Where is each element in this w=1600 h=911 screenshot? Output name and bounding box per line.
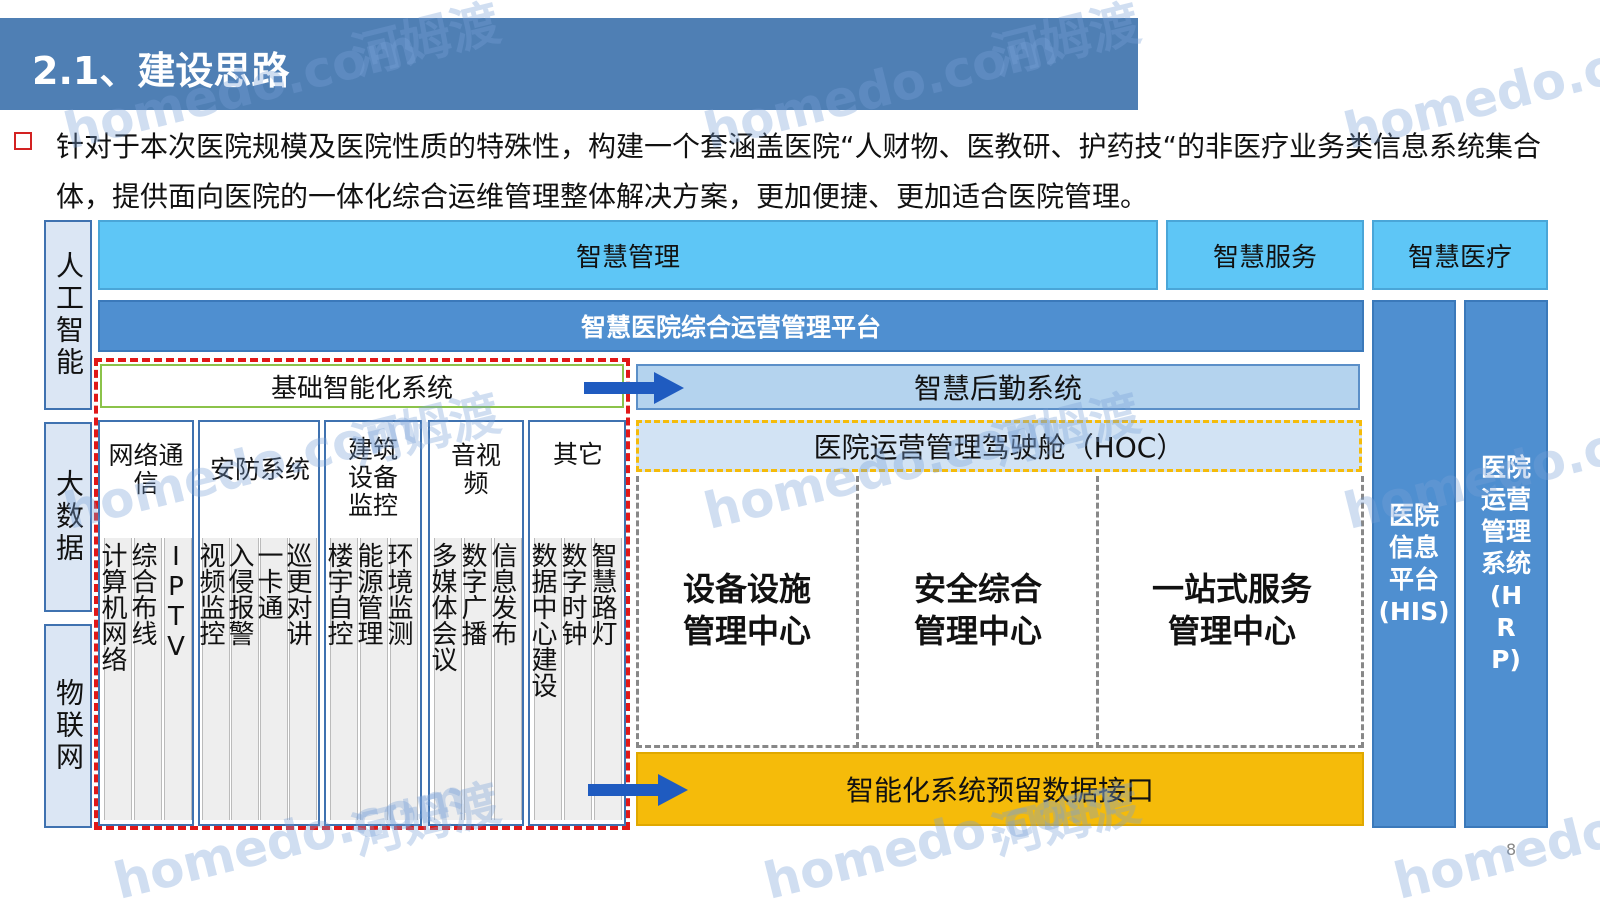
side-label-ai: 人工智能 [44,220,92,410]
platform-bar: 智慧医院综合运营管理平台 [98,300,1364,352]
column-item: 多媒体会议 [427,538,462,820]
hrp-line: P) [1491,645,1521,674]
column-item: 环境监测 [383,538,418,820]
column-item: 计算机网络 [97,538,132,820]
column-item: 智慧路灯 [587,538,622,820]
column-head: 其它 [552,440,603,469]
column-item: 综合布线 [127,538,162,820]
center-line: 管理中心 [1167,612,1296,650]
column-item: 数据中心建设 [527,538,562,820]
column-item: 数字时钟 [557,538,592,820]
center-divider [856,476,859,748]
column-head: 网络通信 [108,441,184,498]
column-item: 楼宇自控 [323,538,358,820]
column-head: 建筑设备监控 [347,435,398,520]
hrp-line: 运营 [1480,485,1531,514]
column-item: 视频监控 [195,538,230,820]
hrp-box: 医院 运营 管理 系统 (H R P) [1464,300,1548,828]
hrp-line: (H [1489,581,1523,610]
his-line: (HIS) [1378,597,1450,626]
column-head: 安防系统 [210,455,311,484]
center-line: 设备设施 [682,570,811,608]
interface-bar: 智能化系统预留数据接口 [636,752,1364,826]
column-item: 数字广播 [457,538,492,820]
column-head: 音视频 [450,441,501,498]
center-divider [1096,476,1099,748]
hoc-bar: 医院运营管理驾驶舱（HOC） [636,420,1362,472]
arrow-right-icon [588,774,688,806]
centers-frame [636,476,1364,748]
column-item: 信息发布 [487,538,522,820]
hrp-line: 医院 [1480,453,1531,482]
hrp-line: R [1496,613,1516,642]
smart-medical-box: 智慧医疗 [1372,220,1548,290]
column-network: 网络通信 计算机网络 综合布线 IPTV [97,420,194,826]
column-other: 其它 数据中心建设 数字时钟 智慧路灯 [527,420,626,826]
center-line: 管理中心 [682,612,811,650]
column-item: IPTV [161,538,192,820]
page-number: 8 [1506,840,1517,859]
side-label-bigdata: 大数据 [44,422,92,612]
column-item: 能源管理 [353,538,388,820]
hrp-line: 管理 [1480,517,1531,546]
security-center: 安全综合 管理中心 [862,560,1094,660]
facility-center: 设备设施 管理中心 [640,560,854,660]
intro-paragraph: 针对于本次医院规模及医院性质的特殊性，构建一个套涵盖医院“人财物、医教研、护药技… [56,130,1542,213]
bullet-square-icon [14,132,32,150]
center-line: 管理中心 [913,612,1042,650]
column-building: 建筑设备监控 楼宇自控 能源管理 环境监测 [323,420,422,826]
basic-system-header: 基础智能化系统 [100,364,624,408]
basic-system-group [94,358,630,830]
his-line: 医院 [1388,501,1439,530]
his-box: 医院 信息 平台 (HIS) [1372,300,1456,828]
column-security: 安防系统 视频监控 入侵报警 一卡通 巡更对讲 [195,420,320,826]
column-item: 入侵报警 [224,538,259,820]
logistics-bar: 智慧后勤系统 [636,364,1360,410]
smart-management-box: 智慧管理 [98,220,1158,290]
column-item: 巡更对讲 [282,538,317,820]
title-bar [0,18,1138,110]
center-line: 一站式服务 [1151,570,1312,608]
his-line: 信息 [1388,533,1439,562]
one-stop-center: 一站式服务 管理中心 [1102,560,1362,660]
column-item: 一卡通 [253,538,288,820]
arrow-right-icon [584,372,684,404]
slide-title: 2.1、建设思路 [32,49,290,93]
his-line: 平台 [1388,565,1439,594]
hrp-line: 系统 [1480,549,1531,578]
column-av: 音视频 多媒体会议 数字广播 信息发布 [427,420,524,826]
side-label-iot: 物联网 [44,624,92,828]
center-line: 安全综合 [913,570,1042,608]
smart-service-box: 智慧服务 [1166,220,1364,290]
